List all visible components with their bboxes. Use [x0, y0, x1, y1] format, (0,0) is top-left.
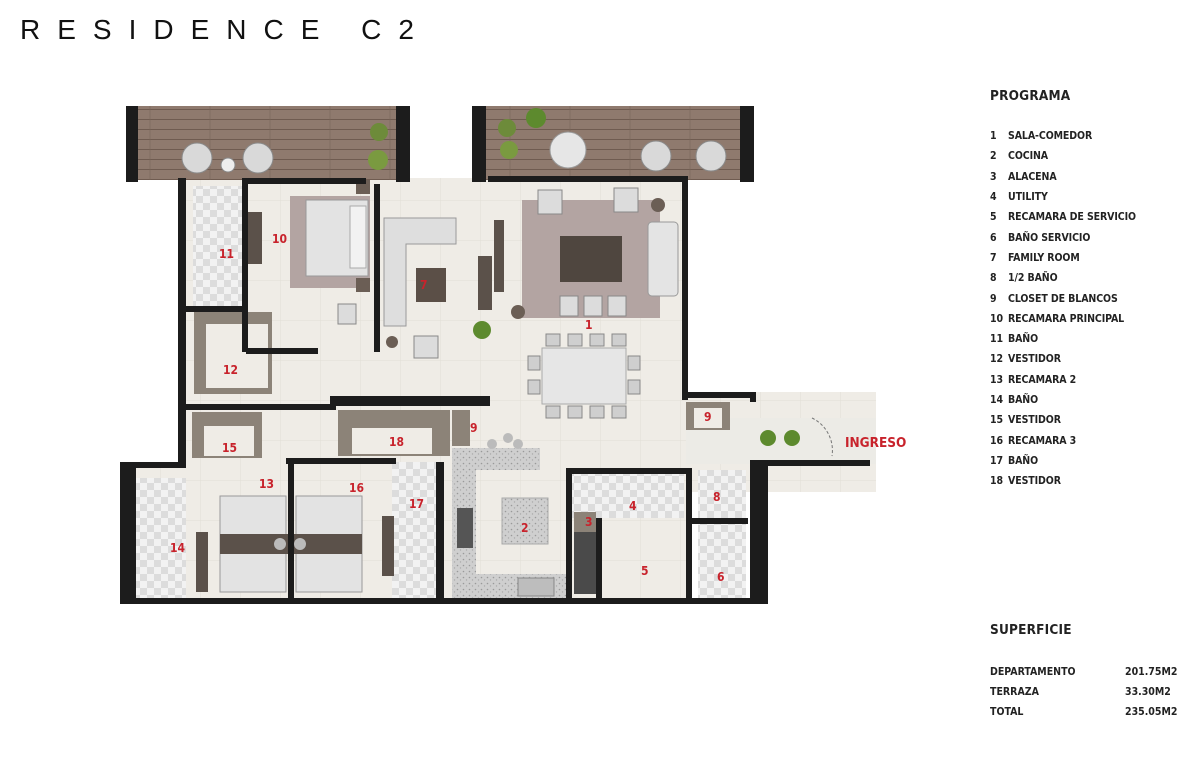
- room-number-11: 11: [219, 247, 234, 261]
- room-labels: 1 2 3 4 5 6 7 8 9 9 10 11 12 13 14 15 16…: [170, 232, 906, 584]
- room-number-10: 10: [272, 232, 287, 246]
- room-number-12: 12: [223, 363, 238, 377]
- room-number-7: 7: [420, 278, 428, 292]
- entrance-label: INGRESO: [845, 435, 906, 451]
- room-number-18: 18: [389, 435, 404, 449]
- room-number-14: 14: [170, 541, 186, 555]
- floor-plan: 1 2 3 4 5 6 7 8 9 9 10 11 12 13 14 15 16…: [120, 106, 906, 604]
- room-number-4: 4: [629, 499, 637, 513]
- terrace-right: [472, 106, 754, 182]
- room-number-1: 1: [585, 318, 593, 332]
- kitchen: [452, 433, 570, 600]
- room-number-13: 13: [259, 477, 274, 491]
- wet-areas: [136, 186, 746, 602]
- entrance-path: [760, 417, 833, 457]
- living-room-furniture: [494, 187, 679, 419]
- room-number-16: 16: [349, 481, 364, 495]
- page-title: RESIDENCE C2: [20, 14, 431, 45]
- room-number-5: 5: [641, 564, 649, 578]
- family-room-furniture: [383, 217, 492, 359]
- room-number-3: 3: [585, 515, 593, 529]
- room-number-9: 9: [704, 410, 712, 424]
- terrace-left: [126, 106, 410, 182]
- room-number-8: 8: [713, 490, 721, 504]
- room-number-17: 17: [409, 497, 424, 511]
- room-number-6: 6: [717, 570, 725, 584]
- room-number-15: 15: [222, 441, 237, 455]
- room-number-9b: 9: [470, 421, 478, 435]
- programa-title: PROGRAMA: [990, 88, 1071, 104]
- bedrooms-furniture: [196, 495, 394, 593]
- superficie-title: SUPERFICIE: [990, 622, 1072, 638]
- walls: [120, 176, 870, 604]
- closets: [192, 312, 730, 594]
- room-number-2: 2: [521, 521, 529, 535]
